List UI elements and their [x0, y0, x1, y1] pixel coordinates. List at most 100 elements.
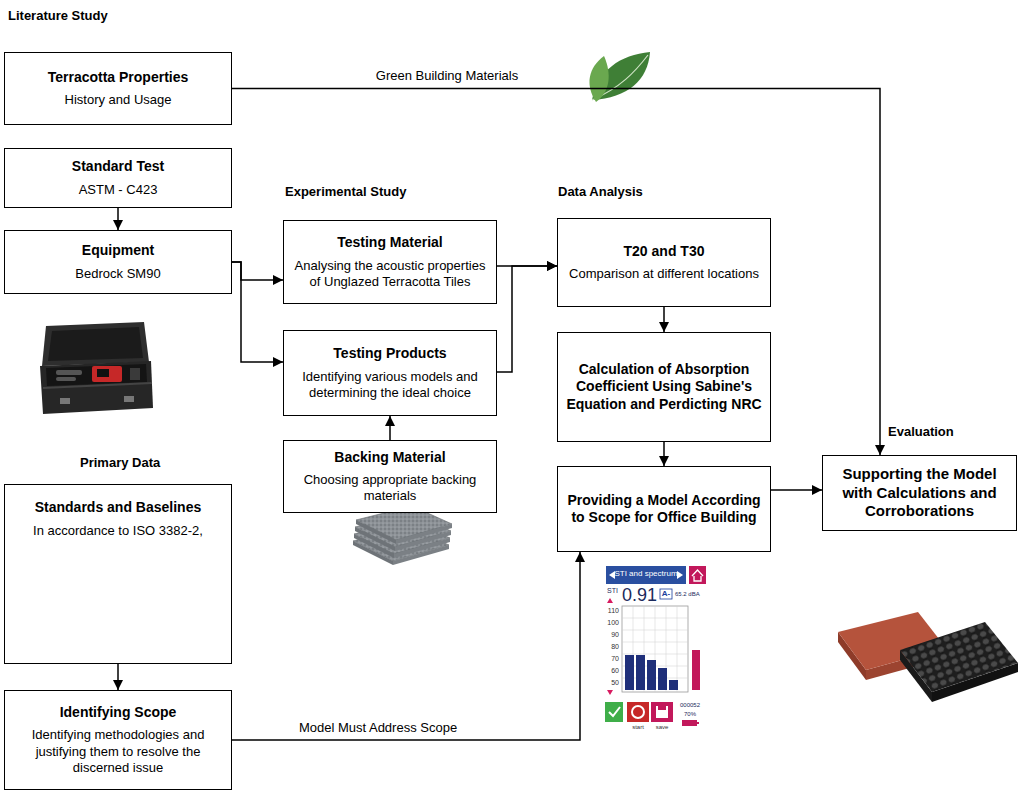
sti-meter-screen	[647, 660, 656, 690]
sti-meter-screen	[607, 690, 613, 695]
box-heading: T20 and T30	[624, 243, 705, 261]
connector-arrow	[232, 262, 283, 362]
equipment-case	[56, 370, 82, 375]
sti-meter-screen	[697, 722, 699, 724]
process-box: Testing ProductsIdentifying various mode…	[283, 330, 497, 416]
axis-tick: 90	[611, 631, 619, 638]
connector-arrow	[497, 266, 557, 372]
connector-arrow	[663, 307, 665, 332]
process-box: Backing MaterialChoosing appropriate bac…	[283, 440, 497, 513]
button-label: start	[632, 724, 644, 730]
axis-tick: 80	[611, 643, 619, 650]
axis-tick: 110	[608, 607, 619, 614]
screen-text: 000052	[680, 702, 700, 708]
equipment-case	[48, 327, 143, 361]
box-text: Comparison at different locations	[569, 266, 759, 282]
process-box: Testing MaterialAnalysing the acoustic p…	[283, 220, 497, 304]
box-heading: Testing Products	[333, 345, 446, 363]
sti-meter-screen	[632, 706, 644, 718]
sti-meter-screen	[609, 571, 615, 579]
equipment-case	[40, 361, 153, 414]
sti-meter-screen	[689, 566, 706, 584]
sti-meter-screen	[660, 589, 672, 599]
screen-text: STI	[607, 587, 618, 594]
connector-arrow	[389, 416, 391, 440]
foam-sheets	[396, 524, 452, 544]
axis-tick: 60	[611, 667, 619, 674]
axis-tick: 70	[611, 655, 619, 662]
process-box: Standard TestASTM - C423	[4, 148, 232, 208]
foam-sheets	[356, 520, 396, 544]
leaf-icon	[589, 52, 650, 102]
connector-arrow	[117, 208, 119, 230]
equipment-case	[92, 366, 122, 382]
equipment-case	[56, 377, 76, 381]
box-heading: Identifying Scope	[60, 704, 177, 722]
equipment-case	[97, 369, 109, 377]
sti-meter-screen	[669, 680, 678, 690]
leaf-icon	[589, 56, 608, 102]
equipment-case	[42, 322, 149, 366]
sti-meter-screen	[658, 706, 666, 710]
axis-tick: 100	[607, 619, 619, 626]
sti-meter-screen	[692, 650, 700, 690]
box-text: Identifying methodologies and justifying…	[13, 727, 223, 776]
sti-meter-screen	[606, 566, 686, 584]
box-text: Providing a Model According to Scope for…	[566, 492, 762, 527]
box-text: Bedrock SM90	[75, 266, 160, 282]
axis-tick: 50	[611, 679, 619, 686]
sti-meter-screen	[605, 702, 623, 722]
box-text: ASTM - C423	[79, 182, 158, 198]
screen-text: A-	[662, 590, 670, 598]
sti-meter-screen	[627, 702, 649, 722]
sti-meter-screen	[656, 706, 668, 718]
edge-label: Green Building Materials	[374, 69, 520, 84]
sti-meter-screen	[622, 606, 688, 692]
connector-arrow	[663, 442, 665, 466]
foam-sheets	[353, 506, 452, 565]
connector-arrow	[771, 489, 822, 491]
connector-arrow	[232, 552, 580, 740]
process-box: EquipmentBedrock SM90	[4, 230, 232, 294]
connector-arrow	[232, 89, 880, 456]
sti-meter-screen	[677, 571, 683, 579]
sti-meter-screen	[636, 655, 645, 690]
sti-meter-screen	[682, 720, 697, 726]
terracotta-tiles	[900, 622, 1018, 692]
section-heading: Data Analysis	[558, 185, 643, 200]
sti-meter-screen	[622, 606, 688, 692]
box-text: History and Usage	[65, 92, 172, 108]
section-heading: Primary Data	[80, 456, 160, 471]
edge-label: Model Must Address Scope	[297, 721, 459, 736]
equipment-case	[43, 383, 152, 388]
box-heading: Equipment	[82, 242, 154, 260]
box-text: Calculation of Absorption Coefficient Us…	[566, 361, 762, 414]
box-heading: Standard Test	[72, 158, 164, 176]
sti-meter-screen	[625, 655, 634, 690]
box-text: Identifying various models and determini…	[292, 369, 488, 402]
button-label: save	[656, 724, 669, 730]
box-heading: Backing Material	[334, 449, 445, 467]
sti-meter-screen	[651, 702, 673, 722]
section-heading: Experimental Study	[285, 185, 406, 200]
box-text: In accordance to ISO 3382-2,	[33, 523, 203, 539]
process-box: Supporting the Model with Calculations a…	[822, 455, 1017, 531]
equipment-case	[124, 396, 134, 402]
sti-meter-screen	[607, 598, 613, 603]
box-text: Analysing the acoustic properties of Ung…	[292, 258, 488, 291]
box-heading: Terracotta Properties	[48, 69, 189, 87]
connector-arrow	[117, 664, 119, 690]
box-text: Choosing appropriate backing materials	[292, 472, 488, 505]
equipment-case	[130, 368, 140, 380]
equipment-case	[40, 322, 153, 414]
box-heading: Testing Material	[337, 234, 443, 252]
box-heading: Standards and Baselines	[35, 499, 202, 517]
screen-text: STI and spectrum	[614, 570, 677, 578]
screen-value: 0.91	[622, 586, 657, 604]
process-box: Standards and Baselines In accordance to …	[4, 484, 232, 664]
box-text: Supporting the Model with Calculations a…	[831, 465, 1008, 521]
process-box: Identifying ScopeIdentifying methodologi…	[4, 690, 232, 790]
sti-meter-screen	[692, 570, 703, 581]
process-box: Providing a Model According to Scope for…	[557, 466, 771, 552]
